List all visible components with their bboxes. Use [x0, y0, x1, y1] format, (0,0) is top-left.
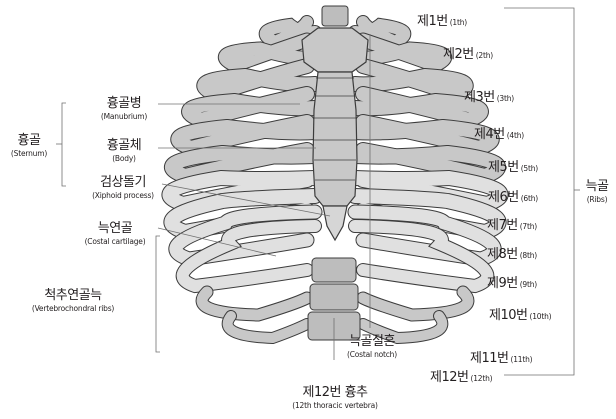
rib-label-7-en: (7th) — [520, 222, 537, 231]
rib-label-11-en: (11th) — [510, 355, 532, 364]
xiphoid-label-ko: 검상돌기 — [78, 176, 168, 189]
xiphoid-label-en: (Xiphoid process) — [78, 192, 168, 200]
rib-label-10-en: (10th) — [529, 312, 551, 321]
rib-label-5-en: (5th) — [521, 164, 538, 173]
rib-label-10: 제10번(10th) — [489, 306, 551, 322]
rib-label-2-en: (2th) — [476, 51, 493, 60]
rib-11-right — [363, 292, 468, 315]
rib-label-11: 제11번(11th) — [470, 349, 532, 365]
sternum-bracket — [62, 103, 66, 186]
sternum-body — [313, 72, 357, 206]
costal-cartilage-label-en: (Costal cartilage) — [70, 238, 160, 246]
rib-label-4-ko: 제4번 — [474, 127, 505, 142]
xiphoid-process — [323, 206, 347, 240]
rib-label-8-en: (8th) — [520, 251, 537, 260]
costal-notch-label-ko: 늑골절흔 — [330, 335, 414, 348]
rib-label-8-ko: 제8번 — [487, 247, 518, 262]
rib-label-6-ko: 제6번 — [488, 190, 519, 205]
body-label: 흉골체 (Body) — [86, 139, 162, 163]
costal-notch-label: 늑골절흔 (Costal notch) — [330, 335, 414, 359]
rib-label-8: 제8번(8th) — [487, 245, 537, 261]
rib-label-1: 제1번(1th) — [417, 12, 467, 28]
rib-label-6-en: (6th) — [521, 194, 538, 203]
thoracic-vertebra-label: 제12번 흉추 (12th thoracic vertebra) — [272, 386, 398, 410]
rib-label-7-ko: 제7번 — [487, 218, 518, 233]
rib-label-7: 제7번(7th) — [487, 216, 537, 232]
ribs-left — [169, 22, 315, 338]
rib-label-3-en: (3th) — [497, 94, 514, 103]
rib-label-5-ko: 제5번 — [488, 160, 519, 175]
rib-11-left — [202, 292, 307, 315]
rib-label-10-ko: 제10번 — [489, 308, 527, 323]
body-label-ko: 흉골체 — [86, 139, 162, 152]
vertebra-10 — [312, 258, 356, 282]
rib-label-2-ko: 제2번 — [443, 47, 474, 62]
rib-label-3-ko: 제3번 — [464, 90, 495, 105]
ribs-right — [355, 22, 501, 338]
rib-label-9-en: (9th) — [520, 280, 537, 289]
vertebrochondral-label-en: (Vertebrochondral ribs) — [14, 305, 132, 313]
rib-label-3: 제3번(3th) — [464, 88, 514, 104]
rib-5-right — [355, 122, 492, 148]
manubrium-label: 흉골병 (Manubrium) — [86, 97, 162, 121]
costal-cartilage-label: 늑연골 (Costal cartilage) — [70, 222, 160, 246]
body-label-en: (Body) — [86, 155, 162, 163]
manubrium-label-ko: 흉골병 — [86, 97, 162, 110]
costal-notch-label-en: (Costal notch) — [330, 351, 414, 359]
rib-label-9-ko: 제9번 — [487, 276, 518, 291]
rib-label-12-en: (12th) — [470, 374, 492, 383]
manubrium-label-en: (Manubrium) — [86, 113, 162, 121]
vertebrochondral-label-ko: 척추연골늑 — [14, 289, 132, 302]
vertebrochondral-bracket — [156, 236, 160, 352]
ribs-label-ko: 늑골 — [578, 180, 616, 193]
xiphoid-label: 검상돌기 (Xiphoid process) — [78, 176, 168, 200]
ribs-label-en: (Ribs) — [578, 196, 616, 204]
rib-label-4: 제4번(4th) — [474, 125, 524, 141]
rib-label-6: 제6번(6th) — [488, 188, 538, 204]
rib-label-1-en: (1th) — [450, 18, 467, 27]
vertebrochondral-label: 척추연골늑 (Vertebrochondral ribs) — [14, 289, 132, 313]
ribs-label: 늑골 (Ribs) — [578, 180, 616, 204]
vertebra-1 — [322, 6, 348, 26]
rib-label-2: 제2번(2th) — [443, 45, 493, 61]
vertebra-11 — [310, 284, 358, 310]
rib-5-left — [178, 122, 315, 148]
rib-label-11-ko: 제11번 — [470, 351, 508, 366]
costal-cartilage-label-ko: 늑연골 — [70, 222, 160, 235]
thoracic-vertebra-label-ko: 제12번 흉추 — [272, 386, 398, 399]
manubrium — [302, 28, 368, 72]
rib-label-1-ko: 제1번 — [417, 14, 448, 29]
rib-label-9: 제9번(9th) — [487, 274, 537, 290]
rib-label-4-en: (4th) — [507, 131, 524, 140]
sternum-label-ko: 흉골 — [8, 134, 50, 147]
rib-label-12: 제12번(12th) — [430, 368, 492, 384]
sternum-label-en: (Sternum) — [8, 150, 50, 158]
rib-label-12-ko: 제12번 — [430, 370, 468, 385]
rib-label-5: 제5번(5th) — [488, 158, 538, 174]
thoracic-vertebra-label-en: (12th thoracic vertebra) — [272, 402, 398, 410]
sternum-label: 흉골 (Sternum) — [8, 134, 50, 158]
